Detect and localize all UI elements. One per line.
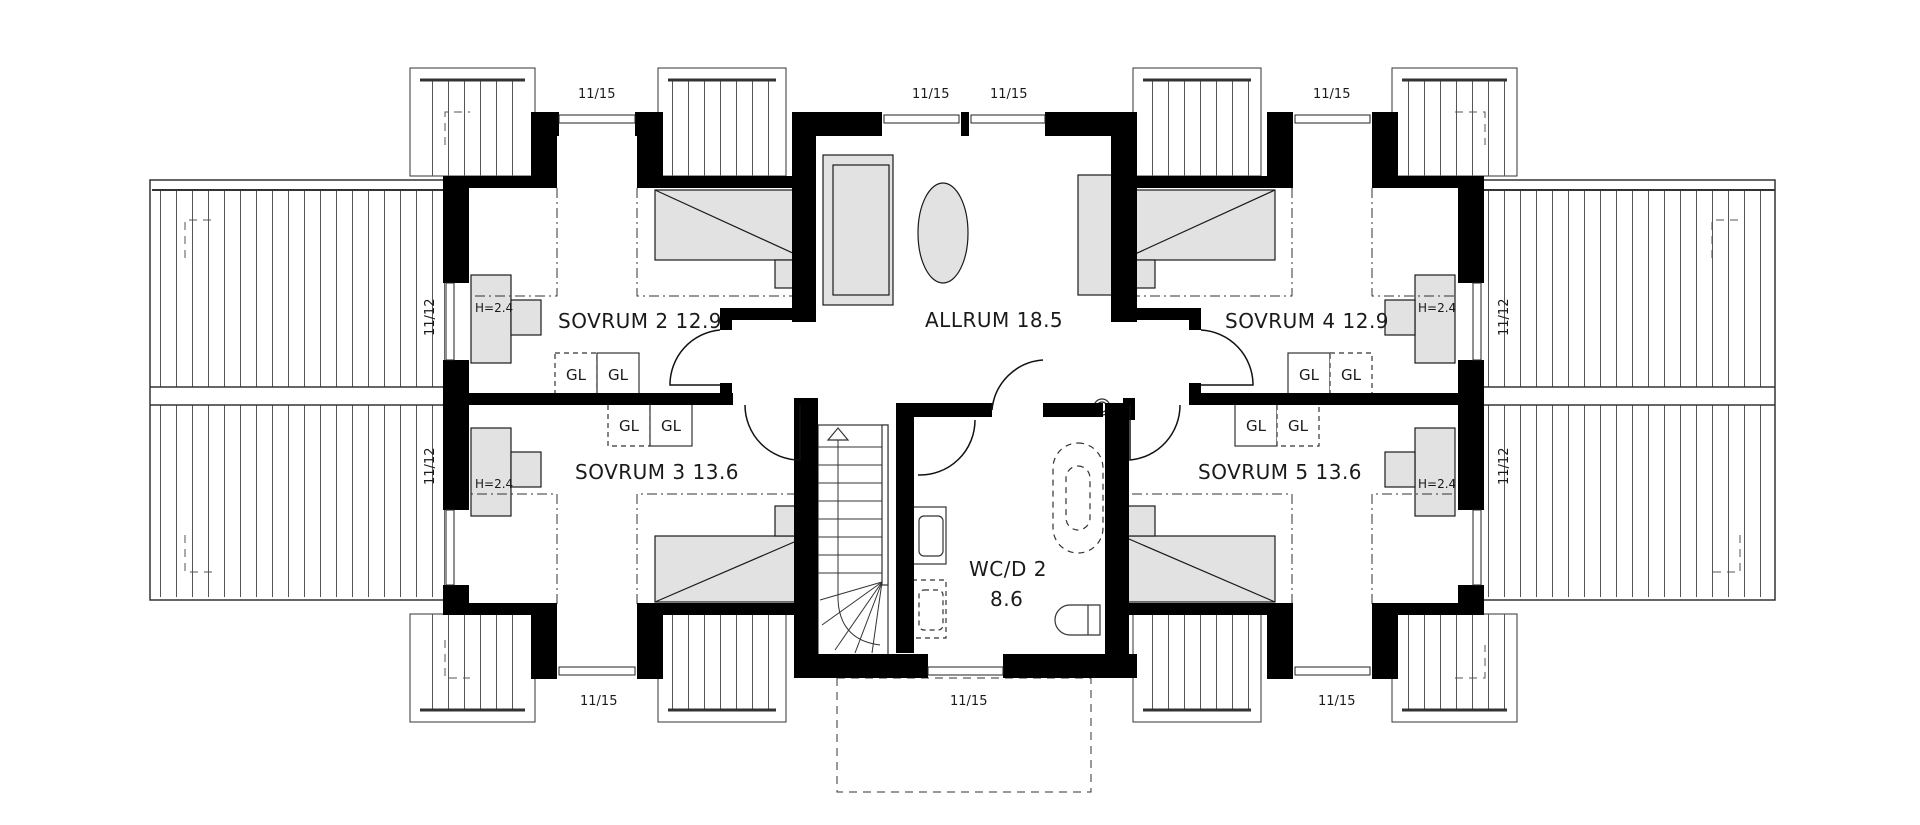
furniture	[470, 154, 1456, 603]
room-label-wcd2-name: WC/D 2	[969, 557, 1047, 581]
room-label-sovrum3: SOVRUM 3 13.6	[575, 460, 739, 484]
window-labels: 11/15 11/15 11/15 11/15 11/15 11/15 11/1…	[423, 87, 1512, 709]
room-label-sovrum2: SOVRUM 2 12.9	[558, 309, 722, 333]
closet-labels: GL GL GL GL GL GL GL GL	[566, 366, 1362, 435]
window-label: 11/15	[1313, 87, 1350, 102]
closet-label: GL	[1288, 417, 1309, 435]
closet-label: GL	[1341, 366, 1362, 384]
closet-label: GL	[619, 417, 640, 435]
window-label: 11/15	[1318, 694, 1355, 709]
window-label: 11/12	[1497, 448, 1512, 485]
dormer-roofs-top	[409, 67, 1518, 177]
bed-clearance-lines	[471, 188, 1455, 604]
room-label-sovrum4: SOVRUM 4 12.9	[1225, 309, 1389, 333]
window-label: 11/12	[423, 299, 438, 336]
window-label: 11/12	[1497, 299, 1512, 336]
walls	[443, 112, 1484, 679]
dormer-roofs-bottom	[409, 613, 1518, 723]
height-label: H=2.4	[475, 301, 513, 315]
left-roof	[149, 179, 446, 601]
window-label: 11/15	[990, 87, 1027, 102]
height-label: H=2.4	[1418, 477, 1456, 491]
window-label: 11/15	[580, 694, 617, 709]
door-swings	[669, 329, 1254, 476]
closet-label: GL	[1299, 366, 1320, 384]
entry-canopy-outline	[836, 677, 1092, 793]
window-label: 11/15	[578, 87, 615, 102]
window-label: 11/12	[423, 448, 438, 485]
window-label: 11/15	[950, 694, 987, 709]
closets	[554, 352, 1373, 447]
height-labels: H=2.4 H=2.4 H=2.4 H=2.4	[475, 301, 1456, 491]
window-label: 11/15	[912, 87, 949, 102]
room-label-allrum: ALLRUM 18.5	[925, 308, 1063, 332]
room-label-sovrum5: SOVRUM 5 13.6	[1198, 460, 1362, 484]
closet-label: GL	[566, 366, 587, 384]
closet-label: GL	[608, 366, 629, 384]
room-labels: SOVRUM 2 12.9 ALLRUM 18.5 SOVRUM 4 12.9 …	[558, 308, 1389, 611]
closet-label: GL	[661, 417, 682, 435]
stairs	[817, 424, 889, 656]
windows	[445, 114, 1482, 676]
right-roof	[1474, 179, 1776, 601]
room-label-wcd2-area: 8.6	[990, 587, 1023, 611]
height-label: H=2.4	[1418, 301, 1456, 315]
height-label: H=2.4	[475, 477, 513, 491]
closet-label: GL	[1246, 417, 1267, 435]
